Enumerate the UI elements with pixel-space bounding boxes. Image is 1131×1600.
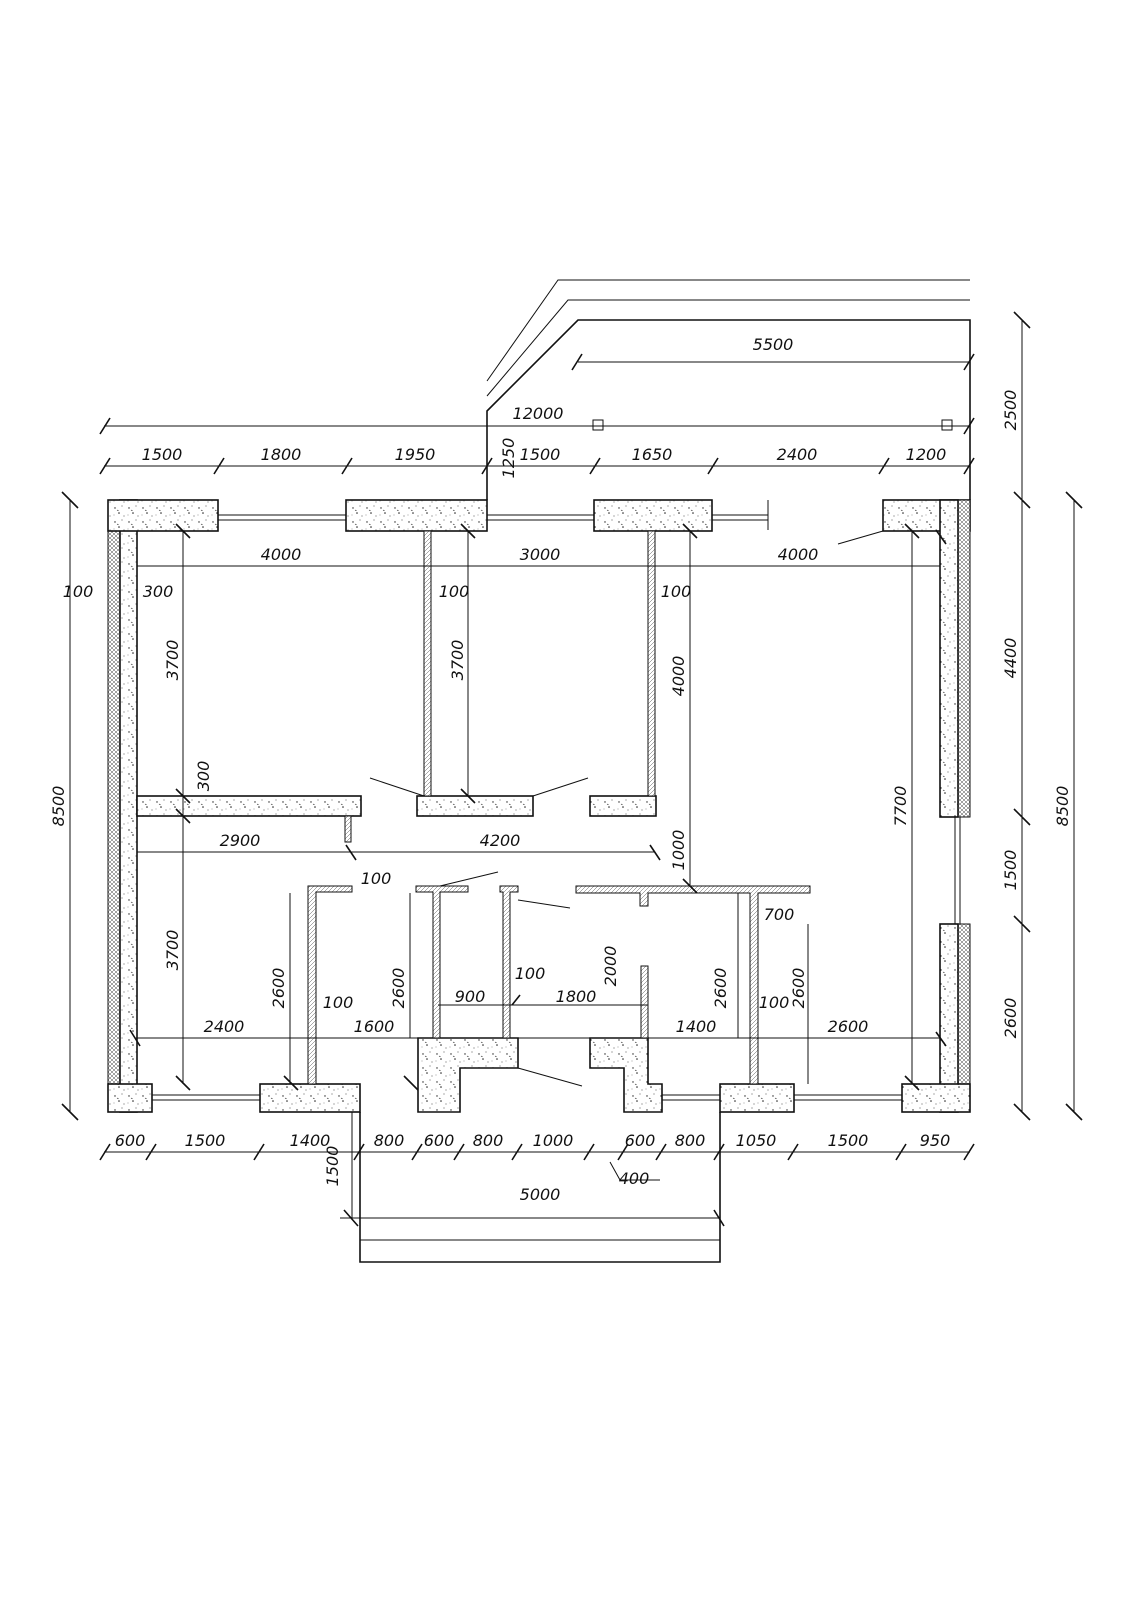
label-bottom-seg-1: 600 <box>115 1131 146 1150</box>
label-bottom-seg-7: 1000 <box>533 1131 574 1150</box>
label-bottom-room-4: 2600 <box>828 1017 869 1036</box>
label-inner-2000: 2000 <box>601 946 620 987</box>
label-top-seg-6: 2400 <box>777 445 818 464</box>
label-bottom-seg-8: 600 <box>625 1131 656 1150</box>
label-top-left-vertical: 1250 <box>499 438 518 479</box>
label-room-height-2: 3700 <box>448 640 467 681</box>
label-right-seg-1: 4400 <box>1001 638 1020 679</box>
interior-walls <box>136 530 811 1087</box>
label-porch-depth: 1500 <box>323 1146 342 1187</box>
label-annex-depth: 2500 <box>1001 390 1020 431</box>
label-bottom-seg-4: 800 <box>374 1131 405 1150</box>
label-room-height-3: 4000 <box>669 656 688 697</box>
label-bottom-seg-12: 950 <box>920 1131 951 1150</box>
label-room-width-1: 4000 <box>261 545 302 564</box>
dimension-lines <box>61 311 1083 1227</box>
label-closet-height-2: 2600 <box>389 968 408 1009</box>
label-top-seg-4: 1500 <box>520 445 561 464</box>
label-inner-100-b: 100 <box>515 964 546 983</box>
label-inner-100-a: 100 <box>323 993 354 1012</box>
label-wall-100-left: 100 <box>63 582 94 601</box>
label-bottom-seg-9: 800 <box>675 1131 706 1150</box>
label-inner-100-c: 100 <box>759 993 790 1012</box>
label-top-seg-2: 1800 <box>261 445 302 464</box>
label-bottom-seg-11: 1500 <box>828 1131 869 1150</box>
label-overall-width: 12000 <box>513 404 564 423</box>
label-porch-offset: 400 <box>619 1169 650 1188</box>
label-closet-height-1: 2600 <box>269 968 288 1009</box>
label-bottom-room-2: 1600 <box>354 1017 395 1036</box>
label-top-seg-1: 1500 <box>142 445 183 464</box>
label-lower-left-height: 3700 <box>163 930 182 971</box>
label-interior-wall-300: 300 <box>194 761 213 792</box>
label-corridor-width-1: 2900 <box>220 831 261 850</box>
label-bottom-room-1: 2400 <box>204 1017 245 1036</box>
label-right-seg-2: 1500 <box>1001 850 1020 891</box>
dimension-labels: 12000 5500 2500 1250 1500 1800 1950 1500… <box>49 335 1072 1204</box>
label-wall-100-mid: 100 <box>439 582 470 601</box>
label-left-overall: 8500 <box>49 786 68 827</box>
label-bottom-seg-5: 600 <box>424 1131 455 1150</box>
label-bottom-seg-6: 800 <box>473 1131 504 1150</box>
label-partition-100: 100 <box>361 869 392 888</box>
label-bottom-seg-10: 1050 <box>736 1131 777 1150</box>
label-right-seg-3: 2600 <box>1001 998 1020 1039</box>
label-closet-height-4: 2600 <box>789 968 808 1009</box>
label-closet-700: 700 <box>764 905 795 924</box>
label-closet-height-3: 2600 <box>711 968 730 1009</box>
label-room-width-3: 4000 <box>778 545 819 564</box>
label-bottom-seg-2: 1500 <box>185 1131 226 1150</box>
label-right-overall-outer: 8500 <box>1053 786 1072 827</box>
label-annex-width: 5500 <box>753 335 794 354</box>
label-top-seg-3: 1950 <box>395 445 436 464</box>
annex-outline <box>486 279 971 500</box>
label-bottom-seg-3: 1400 <box>290 1131 331 1150</box>
label-corridor-width-2: 4200 <box>480 831 521 850</box>
label-top-seg-5: 1650 <box>632 445 673 464</box>
label-wall-300-left: 300 <box>143 582 174 601</box>
label-right-overall: 7700 <box>891 786 910 827</box>
label-top-seg-7: 1200 <box>906 445 947 464</box>
label-room-width-2: 3000 <box>520 545 561 564</box>
label-inner-1800: 1800 <box>556 987 597 1006</box>
label-porch-width: 5000 <box>520 1185 561 1204</box>
label-bottom-room-3: 1400 <box>676 1017 717 1036</box>
label-wall-100-right: 100 <box>661 582 692 601</box>
label-corridor-height: 1000 <box>669 830 688 871</box>
label-room-height-1: 3700 <box>163 640 182 681</box>
label-inner-900: 900 <box>455 987 486 1006</box>
